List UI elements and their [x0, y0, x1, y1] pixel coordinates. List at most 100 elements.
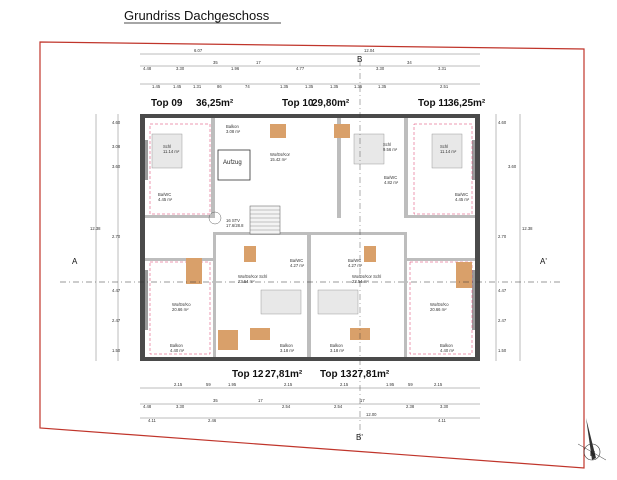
unit-label-top12: Top 12: [232, 369, 264, 380]
svg-text:4.11: 4.11: [148, 418, 157, 423]
svg-text:20.66 m²: 20.66 m²: [172, 307, 189, 312]
svg-text:Wo/Es/Kor Schl: Wo/Es/Kor Schl: [352, 274, 381, 279]
top-dim-row3: 1.45 1.45 1.31 86 74 1.35 1.35 1.35 1.35…: [152, 84, 449, 89]
svg-text:Schl: Schl: [440, 144, 448, 149]
dim-top-2: 12.04: [364, 48, 375, 53]
svg-text:2.47: 2.47: [498, 318, 507, 323]
unit-label-top09: Top 09: [151, 98, 183, 109]
svg-text:11.14 m²: 11.14 m²: [440, 149, 457, 154]
svg-text:2.47: 2.47: [112, 318, 121, 323]
left-dimensions: 4.60 3.08 3.60 12.38 2.70 4.47 2.47 1.50: [90, 114, 121, 361]
svg-text:3.08 m²: 3.08 m²: [226, 129, 241, 134]
room-labels: Balkon 3.08 m² Wo/Es/Kor 15.42 m² Schl 1…: [158, 124, 470, 353]
svg-text:20.66 m²: 20.66 m²: [430, 307, 447, 312]
svg-text:3.18 m²: 3.18 m²: [280, 348, 295, 353]
svg-text:1.31: 1.31: [193, 84, 202, 89]
svg-text:12.38: 12.38: [90, 226, 101, 231]
svg-text:4.40 m²: 4.40 m²: [440, 348, 455, 353]
svg-text:4.45 m²: 4.45 m²: [158, 197, 173, 202]
svg-text:17: 17: [256, 60, 261, 65]
unit-area-top12: 27,81m²: [265, 369, 303, 380]
svg-text:9.56 m²: 9.56 m²: [383, 147, 398, 152]
unit-area-top11: 36,25m²: [448, 98, 486, 109]
top-dimensions: [140, 53, 480, 85]
svg-text:Wo/Es/Ko: Wo/Es/Ko: [172, 302, 191, 307]
unit-area-top10: 29,80m²: [312, 98, 350, 109]
svg-text:1.35: 1.35: [378, 84, 387, 89]
svg-text:4.11: 4.11: [438, 418, 447, 423]
svg-text:1.95: 1.95: [386, 382, 395, 387]
svg-text:3.30: 3.30: [176, 66, 185, 71]
svg-text:1.35: 1.35: [280, 84, 289, 89]
svg-text:Balkon: Balkon: [280, 343, 293, 348]
svg-text:Wo/Es/Kor Schl: Wo/Es/Kor Schl: [238, 274, 267, 279]
svg-text:3.31: 3.31: [438, 66, 447, 71]
svg-text:3.60: 3.60: [112, 164, 121, 169]
svg-text:Balkon: Balkon: [226, 124, 239, 129]
svg-text:1.35: 1.35: [305, 84, 314, 89]
svg-text:Ba/WC: Ba/WC: [290, 258, 303, 263]
svg-text:1.35: 1.35: [354, 84, 363, 89]
building-walls: [140, 114, 480, 361]
svg-text:3.30: 3.30: [176, 404, 185, 409]
compass-icon: N: [577, 418, 607, 461]
svg-text:2.15: 2.15: [284, 382, 293, 387]
svg-text:3.08: 3.08: [112, 144, 121, 149]
svg-text:2.15: 2.15: [174, 382, 183, 387]
svg-text:2.70: 2.70: [498, 234, 507, 239]
svg-text:Balkon: Balkon: [440, 343, 453, 348]
svg-text:3.18 m²: 3.18 m²: [330, 348, 345, 353]
unit-area-top09: 36,25m²: [196, 98, 234, 109]
svg-text:59: 59: [408, 382, 413, 387]
svg-text:1.50: 1.50: [112, 348, 121, 353]
bottom-dim-row3: 4.11 2.46 12.00 4.11: [148, 412, 447, 423]
svg-text:1.35: 1.35: [330, 84, 339, 89]
furniture: [151, 124, 472, 350]
svg-text:Balkon: Balkon: [170, 343, 183, 348]
svg-text:3.30: 3.30: [440, 404, 449, 409]
svg-text:4.48: 4.48: [143, 404, 152, 409]
svg-text:2.54: 2.54: [334, 404, 343, 409]
svg-text:4.82 m²: 4.82 m²: [384, 180, 399, 185]
svg-text:1.45: 1.45: [173, 84, 182, 89]
svg-text:3.60: 3.60: [508, 164, 517, 169]
svg-text:Ba/WC: Ba/WC: [348, 258, 361, 263]
svg-text:23.54 m²: 23.54 m²: [238, 279, 255, 284]
svg-text:34: 34: [407, 60, 412, 65]
svg-text:1.50: 1.50: [498, 348, 507, 353]
svg-text:Balkon: Balkon: [330, 343, 343, 348]
top-dim-row2: 4.48 3.30 35 1.96 17 4.77 3.30 34 3.31: [143, 60, 447, 71]
svg-text:17: 17: [258, 398, 263, 403]
svg-text:Wo/Es/Ko: Wo/Es/Ko: [430, 302, 449, 307]
svg-text:1.45: 1.45: [152, 84, 161, 89]
svg-text:Ba/WC: Ba/WC: [384, 175, 397, 180]
svg-text:2.54: 2.54: [282, 404, 291, 409]
svg-text:2.15: 2.15: [434, 382, 443, 387]
svg-text:17.6/28.8: 17.6/28.8: [226, 223, 244, 228]
bottom-dim-row2: 4.48 3.30 35 17 2.54 2.54 17 2.38 3.30: [143, 398, 449, 409]
svg-text:Schl: Schl: [163, 144, 171, 149]
svg-text:35: 35: [213, 60, 218, 65]
svg-text:11.14 m²: 11.14 m²: [163, 149, 180, 154]
svg-text:2.38: 2.38: [406, 404, 415, 409]
svg-text:Wo/Es/Kor: Wo/Es/Kor: [270, 152, 291, 157]
svg-text:3.30: 3.30: [376, 66, 385, 71]
section-mark-b-bottom: B': [356, 433, 363, 442]
svg-text:74: 74: [245, 84, 250, 89]
svg-text:Ba/WC: Ba/WC: [455, 192, 468, 197]
property-boundary: [39, 41, 585, 469]
section-mark-b-top: B: [357, 55, 362, 64]
svg-text:4.27 m²: 4.27 m²: [348, 263, 363, 268]
svg-text:Aufzug: Aufzug: [223, 160, 242, 166]
svg-text:4.47: 4.47: [498, 288, 507, 293]
svg-text:23.54 m²: 23.54 m²: [352, 279, 369, 284]
svg-text:4.40 m²: 4.40 m²: [170, 348, 185, 353]
section-mark-a-right: A': [540, 257, 547, 266]
svg-text:12.00: 12.00: [366, 412, 377, 417]
svg-text:59: 59: [206, 382, 211, 387]
stairwell: [208, 149, 281, 235]
svg-text:2.70: 2.70: [112, 234, 121, 239]
svg-text:86: 86: [217, 84, 222, 89]
svg-text:1.96: 1.96: [231, 66, 240, 71]
